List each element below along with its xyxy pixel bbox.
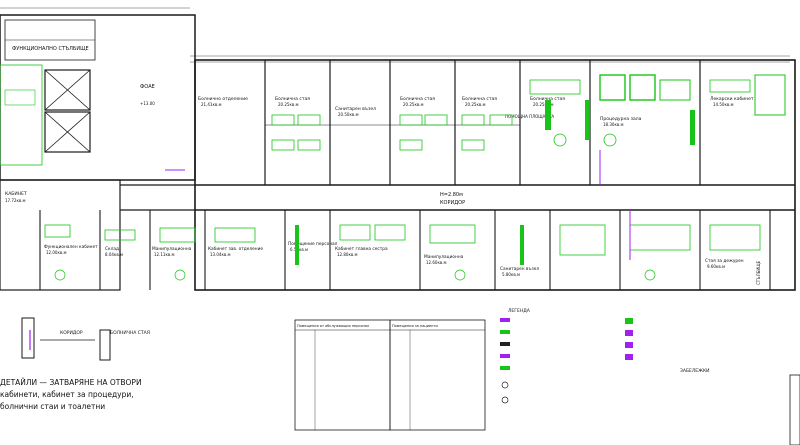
room-area: 9.60кв.м <box>707 264 725 269</box>
left-room: КАБИНЕТ 17.72кв.м <box>0 179 121 291</box>
dimension-lines-top <box>0 7 790 63</box>
top-rooms: Болнична стая 20.25кв.м Болнична стая 20… <box>198 96 754 127</box>
stair-label: ФУНКЦИОНАЛНО СТЪЛБИЩЕ <box>12 46 89 52</box>
room-area: 13.04кв.м <box>210 252 231 257</box>
room-area: 20.25кв.м <box>465 102 486 107</box>
table1-title: Помещения от обслужващия персонал <box>297 324 369 328</box>
corridor-label: КОРИДОР <box>440 200 465 206</box>
room-area: 12.80кв.м <box>337 252 358 257</box>
legend-title: ЛЕГЕНДА <box>508 308 531 314</box>
room-area: 18.30кв.м <box>603 122 624 127</box>
stair-core: ФУНКЦИОНАЛНО СТЪЛБИЩЕ ФОАЕ +13.00 <box>0 14 196 181</box>
room-name: Болнична стая <box>275 96 310 102</box>
detail-line2: кабинети, кабинет за процедури, <box>0 390 134 399</box>
remarks: ЗАБЕЛЕЖКИ <box>625 318 710 374</box>
room-name: Стая за дежурен <box>705 258 744 264</box>
room-name: Лекарски кабинет <box>710 96 754 102</box>
room-area: 21.41кв.м <box>201 102 222 107</box>
left-room-area: 17.72кв.м <box>5 198 26 203</box>
room-name: Болнична стая <box>462 96 497 102</box>
detail-title: ДЕТАЙЛИ — ЗАТВАРЯНЕ НА ОТВОРИ <box>0 378 142 387</box>
room-name: Болнична стая <box>530 96 565 102</box>
room-name: Манипулационна <box>424 254 464 260</box>
left-room-name: КАБИНЕТ <box>5 191 27 197</box>
room-name: Санитарен възел <box>335 106 376 112</box>
bottom-room-walls <box>39 210 771 290</box>
room-name: Манипулационна <box>152 246 192 252</box>
room-name: Болнична стая <box>400 96 435 102</box>
room-name: Кабинет главна сестра <box>335 246 388 252</box>
table2-title: Помещения за пациенти <box>392 324 438 328</box>
room-area: 20.25кв.м <box>278 102 299 107</box>
room-area: 12.60кв.м <box>426 260 447 265</box>
stair-right-label: СТЪЛБИЩЕ <box>756 260 761 285</box>
room-area: 20.50кв.м <box>338 112 359 117</box>
detail-line3: болнични стаи и тоалетни <box>0 402 105 411</box>
room-name: Процедурна зала <box>600 116 642 122</box>
foyer-label: ФОАЕ <box>140 84 155 90</box>
bottom-room-furniture <box>44 224 761 281</box>
room-area: 20.25кв.м <box>533 102 554 107</box>
room-area: 12.11кв.м <box>154 252 175 257</box>
room-name: Помещение персонал <box>288 241 338 247</box>
room-name: Кабинет зав. отделение <box>208 246 263 252</box>
top-room-furniture <box>271 74 786 151</box>
detail-room-label: БОЛНИЧНА СТАЯ <box>110 330 150 336</box>
service-lines <box>29 150 631 350</box>
corridor-area: Н=2.80м <box>440 192 463 198</box>
top-room-walls <box>264 60 701 185</box>
legend: ЛЕГЕНДА <box>500 308 531 404</box>
room-name: Склад <box>105 246 119 252</box>
level-mark: +13.00 <box>140 101 155 106</box>
bottom-rooms: Функционален кабинет 12.00кв.м Склад 8.0… <box>44 241 761 285</box>
room-name: Санитарен възел <box>500 266 539 272</box>
detail-block: КОРИДОР БОЛНИЧНА СТАЯ ДЕТАЙЛИ — ЗАТВАРЯН… <box>0 317 150 411</box>
room-area: 8.04кв.м <box>105 252 123 257</box>
room-area: 12.00кв.м <box>46 250 67 255</box>
room-name: Болнично отделение <box>198 96 248 102</box>
room-table-2: Помещения за пациенти <box>389 319 486 431</box>
title-block <box>789 374 800 445</box>
remarks-title: ЗАБЕЛЕЖКИ <box>680 368 710 374</box>
room-area: 5.80кв.м <box>502 272 520 277</box>
room-area: 20.25кв.м <box>403 102 424 107</box>
room-table-1: Помещения от обслужващия персонал <box>294 319 391 431</box>
room-name: Функционален кабинет <box>44 244 98 250</box>
room-area: 14.50кв.м <box>713 102 734 107</box>
detail-corridor-label: КОРИДОР <box>60 330 83 336</box>
corridor-sign-top: ПОМОЩНА ПЛОЩАДКА <box>505 114 554 119</box>
